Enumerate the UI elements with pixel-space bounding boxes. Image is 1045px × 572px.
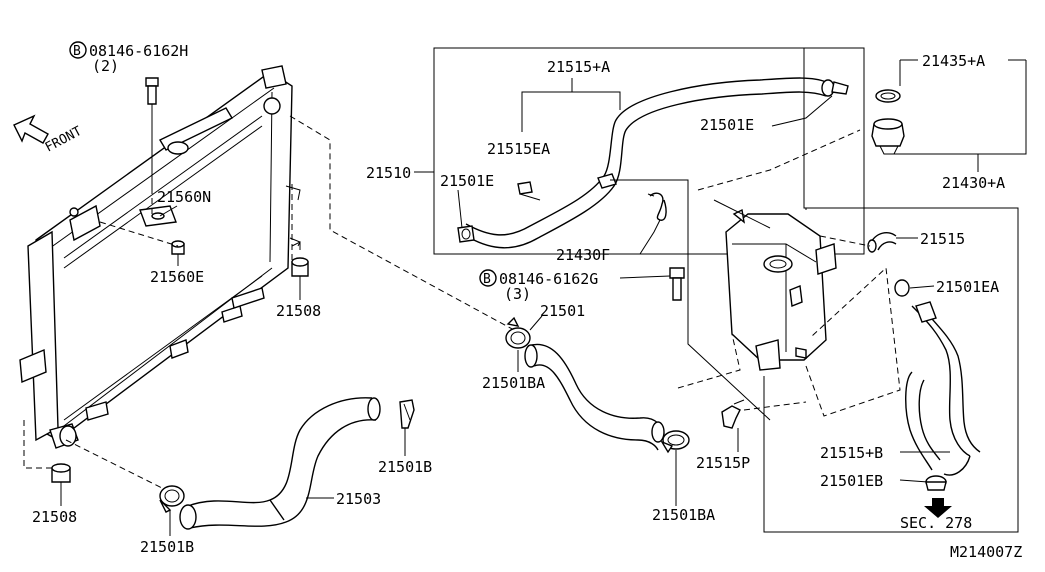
- label-21503: 21503: [336, 490, 381, 508]
- label-21508-left: 21508: [32, 508, 77, 526]
- label-21515A: 21515+A: [547, 58, 610, 76]
- label-21501B-clip: 21501B: [378, 458, 432, 476]
- label-21501EB: 21501EB: [820, 472, 883, 490]
- label-21501BA-bottom: 21501BA: [652, 506, 715, 524]
- front-arrow-icon: [13, 114, 49, 144]
- down-arrow-icon: [924, 498, 952, 518]
- leader-lines-center: [610, 179, 771, 421]
- bolt-08146-6162H-callout: B 08146-6162H (2): [69, 41, 188, 75]
- hose-21515B[interactable]: [905, 301, 981, 476]
- label-21430F: 21430F: [556, 246, 610, 264]
- radiator[interactable]: [19, 65, 301, 449]
- clamp-21501EB[interactable]: [925, 475, 947, 491]
- label-21515P: 21515P: [696, 454, 750, 472]
- clamp-21501B-lower[interactable]: [159, 485, 185, 513]
- reservoir-tank[interactable]: [725, 208, 837, 371]
- mount-insulator-21508-left[interactable]: [51, 463, 71, 483]
- label-21501EA: 21501EA: [936, 278, 999, 296]
- label-21560E: 21560E: [150, 268, 204, 286]
- label-21515EA: 21515EA: [487, 140, 550, 158]
- label-21501BA-top: 21501BA: [482, 374, 545, 392]
- bolt-mid-part-number: 08146-6162G: [499, 270, 598, 288]
- label-21435A: 21435+A: [922, 52, 985, 70]
- clip-21501B-upper[interactable]: [399, 399, 415, 429]
- label-21508-right: 21508: [276, 302, 321, 320]
- label-sec-278: SEC. 278: [900, 514, 972, 532]
- bolt-top-quantity: (2): [92, 57, 119, 75]
- bracket-21560N[interactable]: [139, 205, 177, 227]
- bolt-mid-quantity: (3): [504, 285, 531, 303]
- label-21510: 21510: [366, 164, 411, 182]
- bolt-08146-6162G[interactable]: [669, 267, 685, 301]
- bolt-symbol-mid: B: [483, 272, 491, 287]
- label-21501B-clamp: 21501B: [140, 538, 194, 556]
- upper-hose-21501[interactable]: [524, 343, 665, 451]
- label-21515: 21515: [920, 230, 965, 248]
- label-21501E-left: 21501E: [440, 172, 494, 190]
- grommet-21560E[interactable]: [171, 240, 185, 255]
- radiator-cap-21430A[interactable]: [871, 118, 905, 155]
- mount-insulator-21508-right[interactable]: [291, 241, 309, 277]
- callout-leaders: [60, 59, 1026, 536]
- front-direction-indicator: FRONT: [13, 114, 85, 156]
- label-21501E-right: 21501E: [700, 116, 754, 134]
- hose-21430F[interactable]: [647, 192, 667, 221]
- diagram-id: M214007Z: [950, 543, 1022, 561]
- seal-21435A[interactable]: [875, 89, 901, 103]
- label-21515B: 21515+B: [820, 444, 883, 462]
- clip-21515P[interactable]: [721, 399, 745, 429]
- overflow-hose-assembly-21510[interactable]: [433, 47, 865, 255]
- right-assembly-frame: [763, 48, 1027, 533]
- hose-21515[interactable]: [867, 232, 897, 253]
- label-21430A: 21430+A: [942, 174, 1005, 192]
- leader-lines-radiator: [23, 115, 515, 491]
- label-21501: 21501: [540, 302, 585, 320]
- lower-hose-21503[interactable]: [179, 397, 381, 530]
- clamp-21501BA-top[interactable]: [505, 316, 531, 349]
- bolt-08146-6162G-callout: B 08146-6162G (3): [479, 269, 598, 303]
- bolt-08146-6162H[interactable]: [145, 77, 159, 190]
- front-label: FRONT: [43, 124, 85, 156]
- clamp-21501BA-bottom[interactable]: [660, 430, 690, 454]
- label-21560N: 21560N: [157, 188, 211, 206]
- clamp-21501EA[interactable]: [894, 279, 910, 297]
- bolt-symbol-top: B: [73, 44, 81, 59]
- bolt-top-part-number: 08146-6162H: [89, 42, 188, 60]
- leader-lines-right: [677, 129, 901, 417]
